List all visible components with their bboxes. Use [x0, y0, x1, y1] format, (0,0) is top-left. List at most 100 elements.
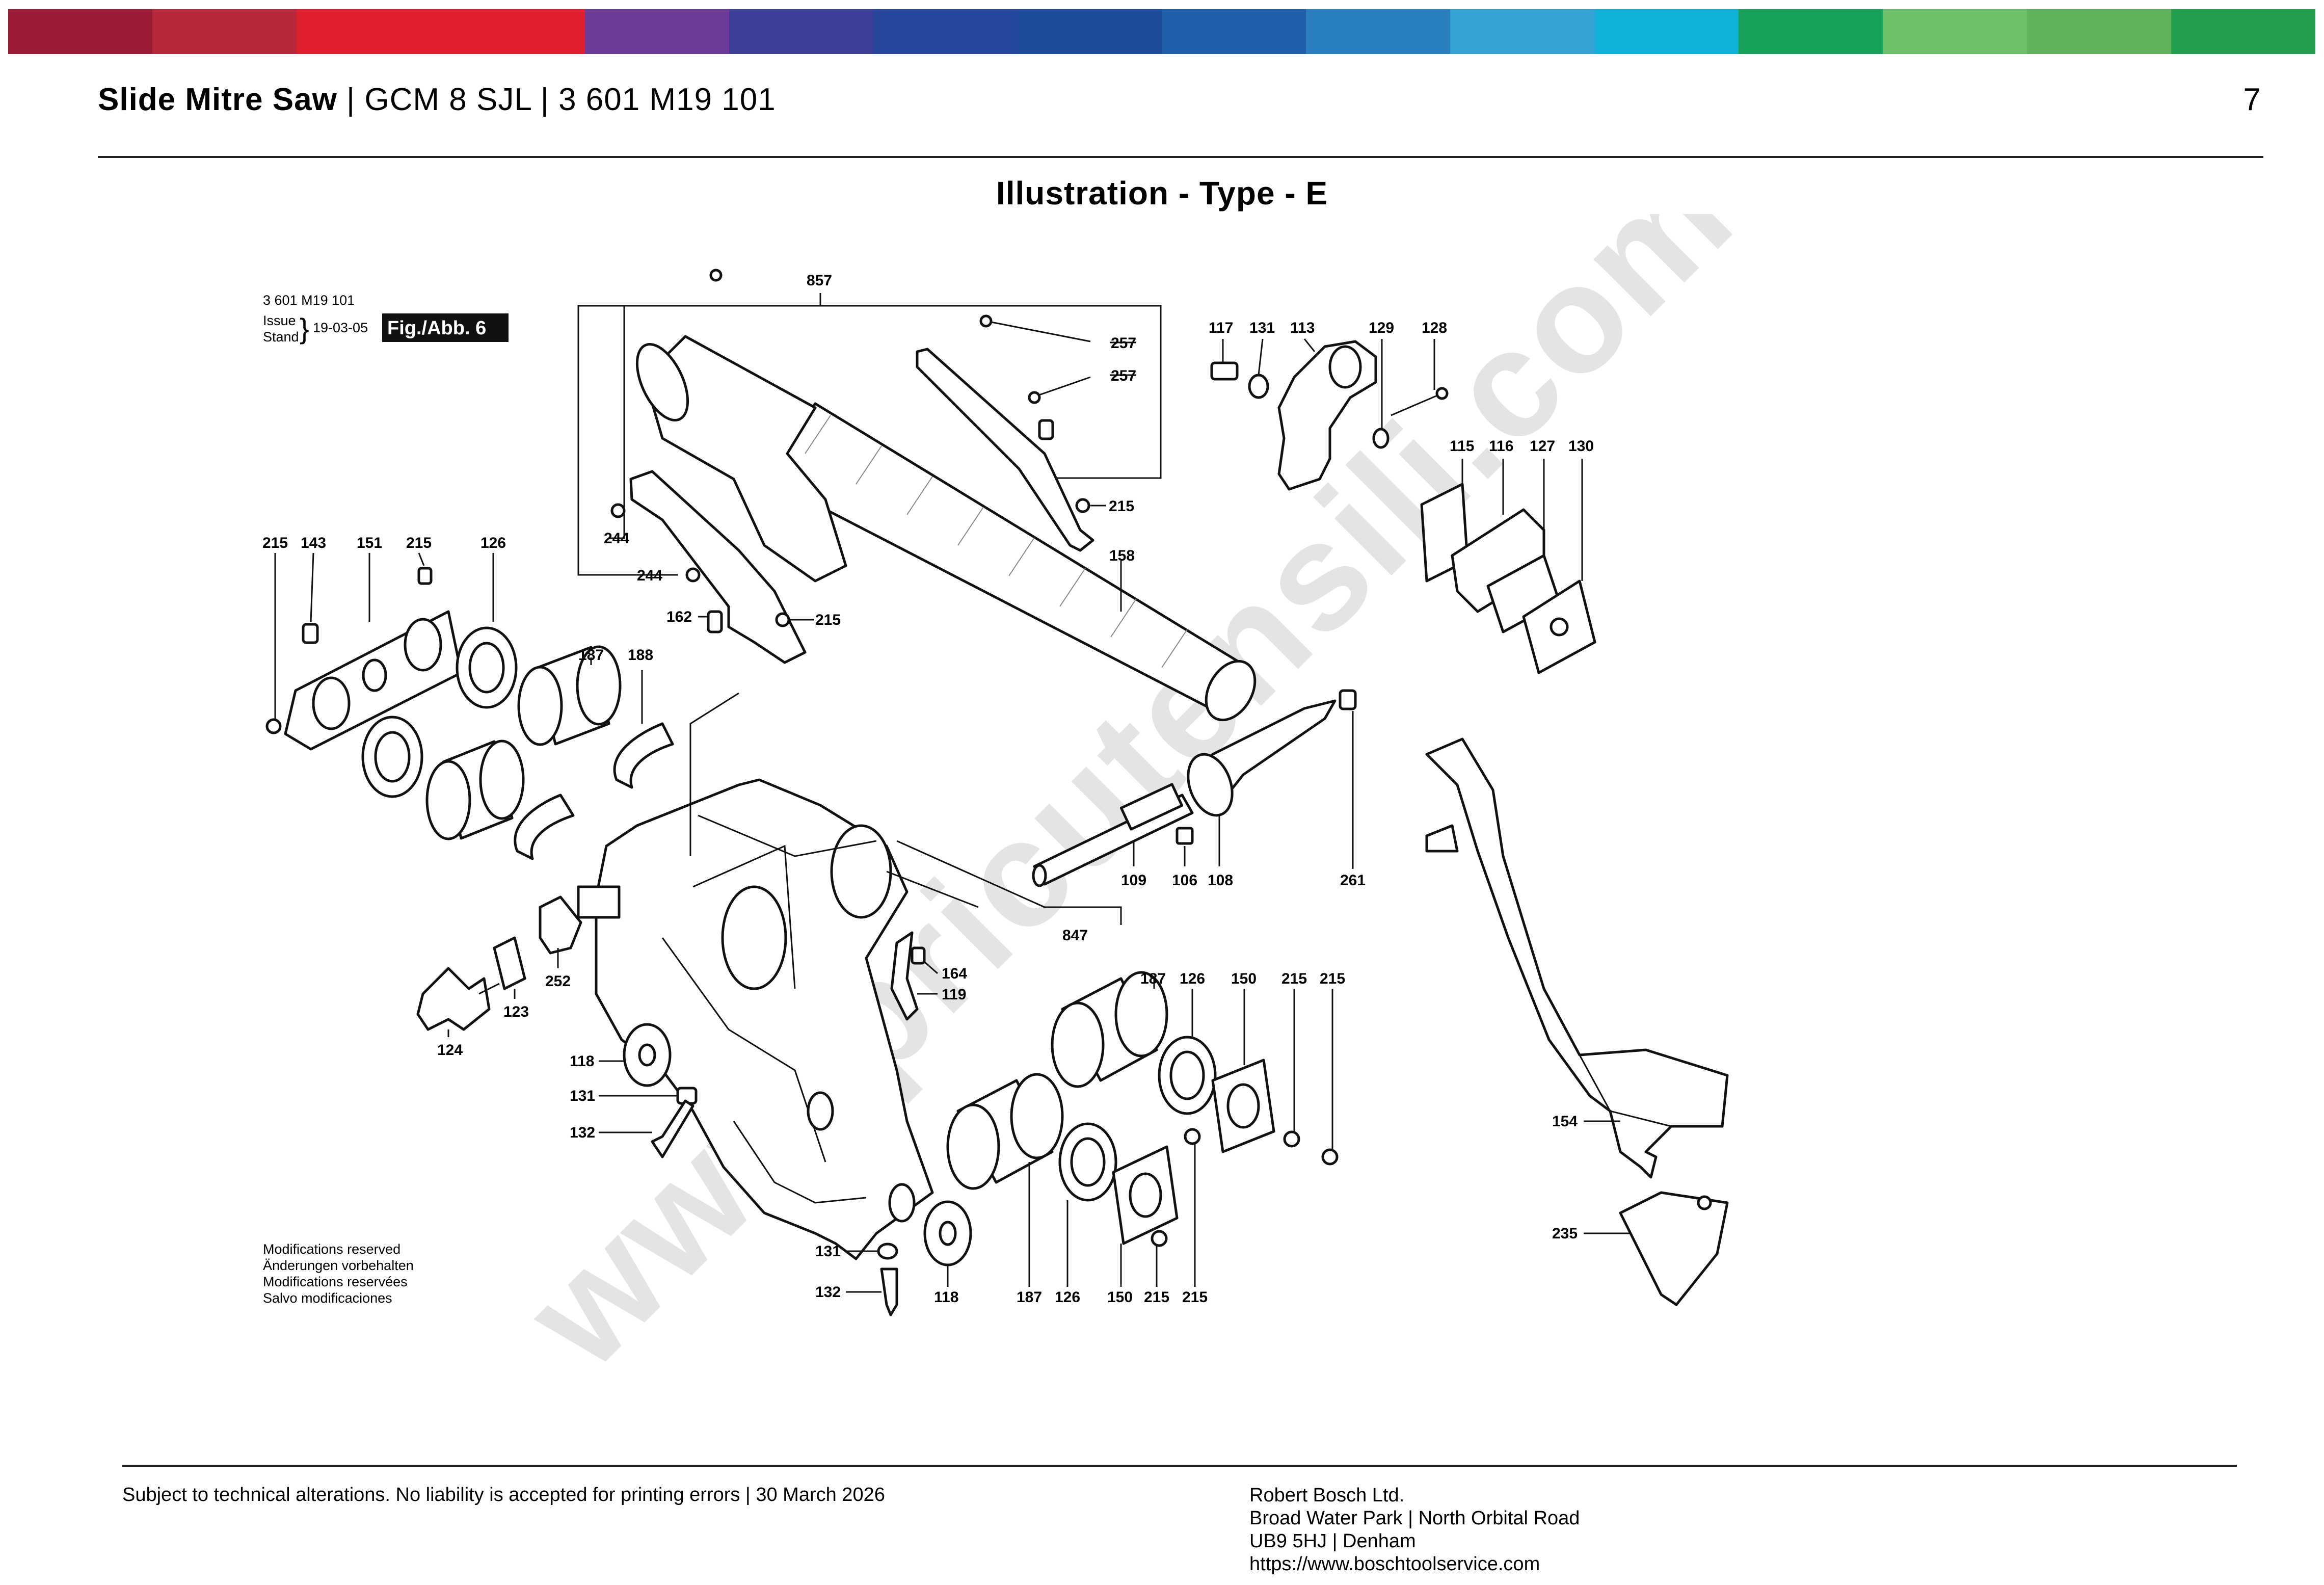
product-name: Slide Mitre Saw	[98, 82, 337, 117]
bushing-face	[1114, 971, 1168, 1058]
fig-badge	[382, 313, 509, 342]
label-116: 116	[1489, 438, 1513, 455]
cover-hole	[1550, 617, 1569, 637]
color-segment	[2171, 9, 2315, 54]
pin-128	[1391, 392, 1443, 416]
meta-part-number: 3 601 M19 101	[263, 293, 355, 308]
label-847: 847	[1062, 927, 1088, 944]
footer-disclaimer: Subject to technical alterations. No lia…	[122, 1484, 885, 1505]
leader-vertical	[689, 692, 739, 856]
adapter-port	[635, 343, 689, 421]
screw-162	[707, 610, 723, 633]
company-name: Robert Bosch Ltd.	[1249, 1485, 1405, 1506]
rib	[906, 476, 933, 515]
label-188: 188	[628, 647, 653, 664]
label-158: 158	[1109, 547, 1135, 564]
plate-hole	[362, 658, 387, 692]
bushing-back	[425, 760, 471, 840]
leader-215	[418, 552, 425, 566]
nut-106	[1176, 827, 1194, 845]
modifications-note: Modifications reserved Änderungen vorbeh…	[263, 1241, 414, 1306]
washer-131	[877, 1243, 898, 1260]
label-215: 215	[815, 612, 841, 628]
label-235: 235	[1552, 1225, 1578, 1242]
exploded-parts-diagram: www.pricutensili.com 3 601 M19 101 Issue…	[262, 214, 1765, 1402]
page-number: 7	[2243, 82, 2261, 117]
color-segment	[729, 9, 873, 54]
housing-rib	[692, 844, 796, 989]
plate-hole	[404, 618, 442, 672]
label-252: 252	[545, 973, 571, 990]
stand-label: Stand	[263, 329, 299, 345]
rib	[1161, 629, 1188, 668]
housing-lug	[577, 885, 621, 919]
label-131: 131	[1249, 320, 1275, 336]
modification-line: Modifications reserved	[263, 1241, 400, 1257]
housing-hole	[807, 1091, 834, 1131]
sleeve	[1119, 783, 1184, 831]
color-segment	[1883, 9, 2027, 54]
color-segment	[1739, 9, 1883, 54]
label-162: 162	[666, 609, 692, 625]
screw-117	[1210, 361, 1239, 381]
housing-bore	[830, 824, 892, 919]
label-187: 187	[1140, 970, 1166, 987]
knob-124	[416, 967, 491, 1031]
screw-257	[1031, 376, 1091, 399]
color-segment	[585, 9, 729, 54]
screw-215	[1151, 1230, 1168, 1247]
header-divider	[98, 156, 2263, 158]
clip	[514, 794, 575, 860]
bracket-hole	[1328, 345, 1362, 389]
address-line: Broad Water Park | North Orbital Road	[1249, 1508, 1580, 1529]
main-housing	[577, 692, 934, 1260]
label-127: 127	[1530, 438, 1555, 455]
hose-group	[577, 269, 1257, 722]
modification-line: Änderungen vorbehalten	[263, 1258, 414, 1273]
color-segment	[152, 9, 297, 54]
label-151: 151	[357, 535, 382, 551]
leader-164	[924, 961, 938, 974]
rib	[1059, 568, 1086, 607]
website-link[interactable]: https://www.boschtoolservice.com	[1249, 1553, 1540, 1575]
label-244: 244	[604, 530, 629, 547]
flange-hole	[1226, 1083, 1260, 1129]
rib	[805, 415, 831, 454]
label-130: 130	[1568, 438, 1594, 455]
clip-188	[613, 722, 674, 789]
deflector-hole	[1697, 1195, 1712, 1210]
color-segment	[873, 9, 1018, 54]
chute-154	[1425, 737, 1729, 1179]
label-131: 131	[815, 1243, 841, 1260]
label-215: 215	[1320, 970, 1345, 987]
label-128: 128	[1422, 320, 1447, 336]
clamp-252	[539, 895, 582, 955]
bushing-back	[1051, 1001, 1105, 1088]
part-number: 3 601 M19 101	[558, 82, 776, 117]
header-separator: |	[346, 82, 365, 117]
page-header: Slide Mitre Saw | GCM 8 SJL | 3 601 M19 …	[98, 82, 776, 118]
screw-164	[911, 946, 926, 965]
housing-rib	[733, 1121, 867, 1204]
footer-divider	[122, 1465, 2237, 1467]
label-261: 261	[1340, 872, 1366, 889]
bushing-face	[576, 645, 622, 726]
modification-line: Modifications reservées	[263, 1274, 408, 1289]
label-132: 132	[570, 1124, 595, 1141]
color-segment	[1306, 9, 1450, 54]
leader-113	[1303, 338, 1316, 352]
hose-ribs	[805, 415, 1188, 668]
label-215: 215	[1144, 1289, 1169, 1306]
color-segment	[441, 9, 585, 54]
pin-head	[1435, 387, 1449, 400]
leader-131	[1258, 338, 1264, 376]
color-segment	[1450, 9, 1594, 54]
bracket-244	[577, 367, 678, 576]
lower-left-parts	[416, 895, 938, 1158]
screw-215	[1075, 498, 1090, 513]
header-separator: |	[540, 82, 559, 117]
label-123: 123	[503, 1003, 529, 1020]
label-117: 117	[1209, 320, 1233, 336]
label-126: 126	[1180, 970, 1205, 987]
spring-123	[493, 936, 526, 990]
